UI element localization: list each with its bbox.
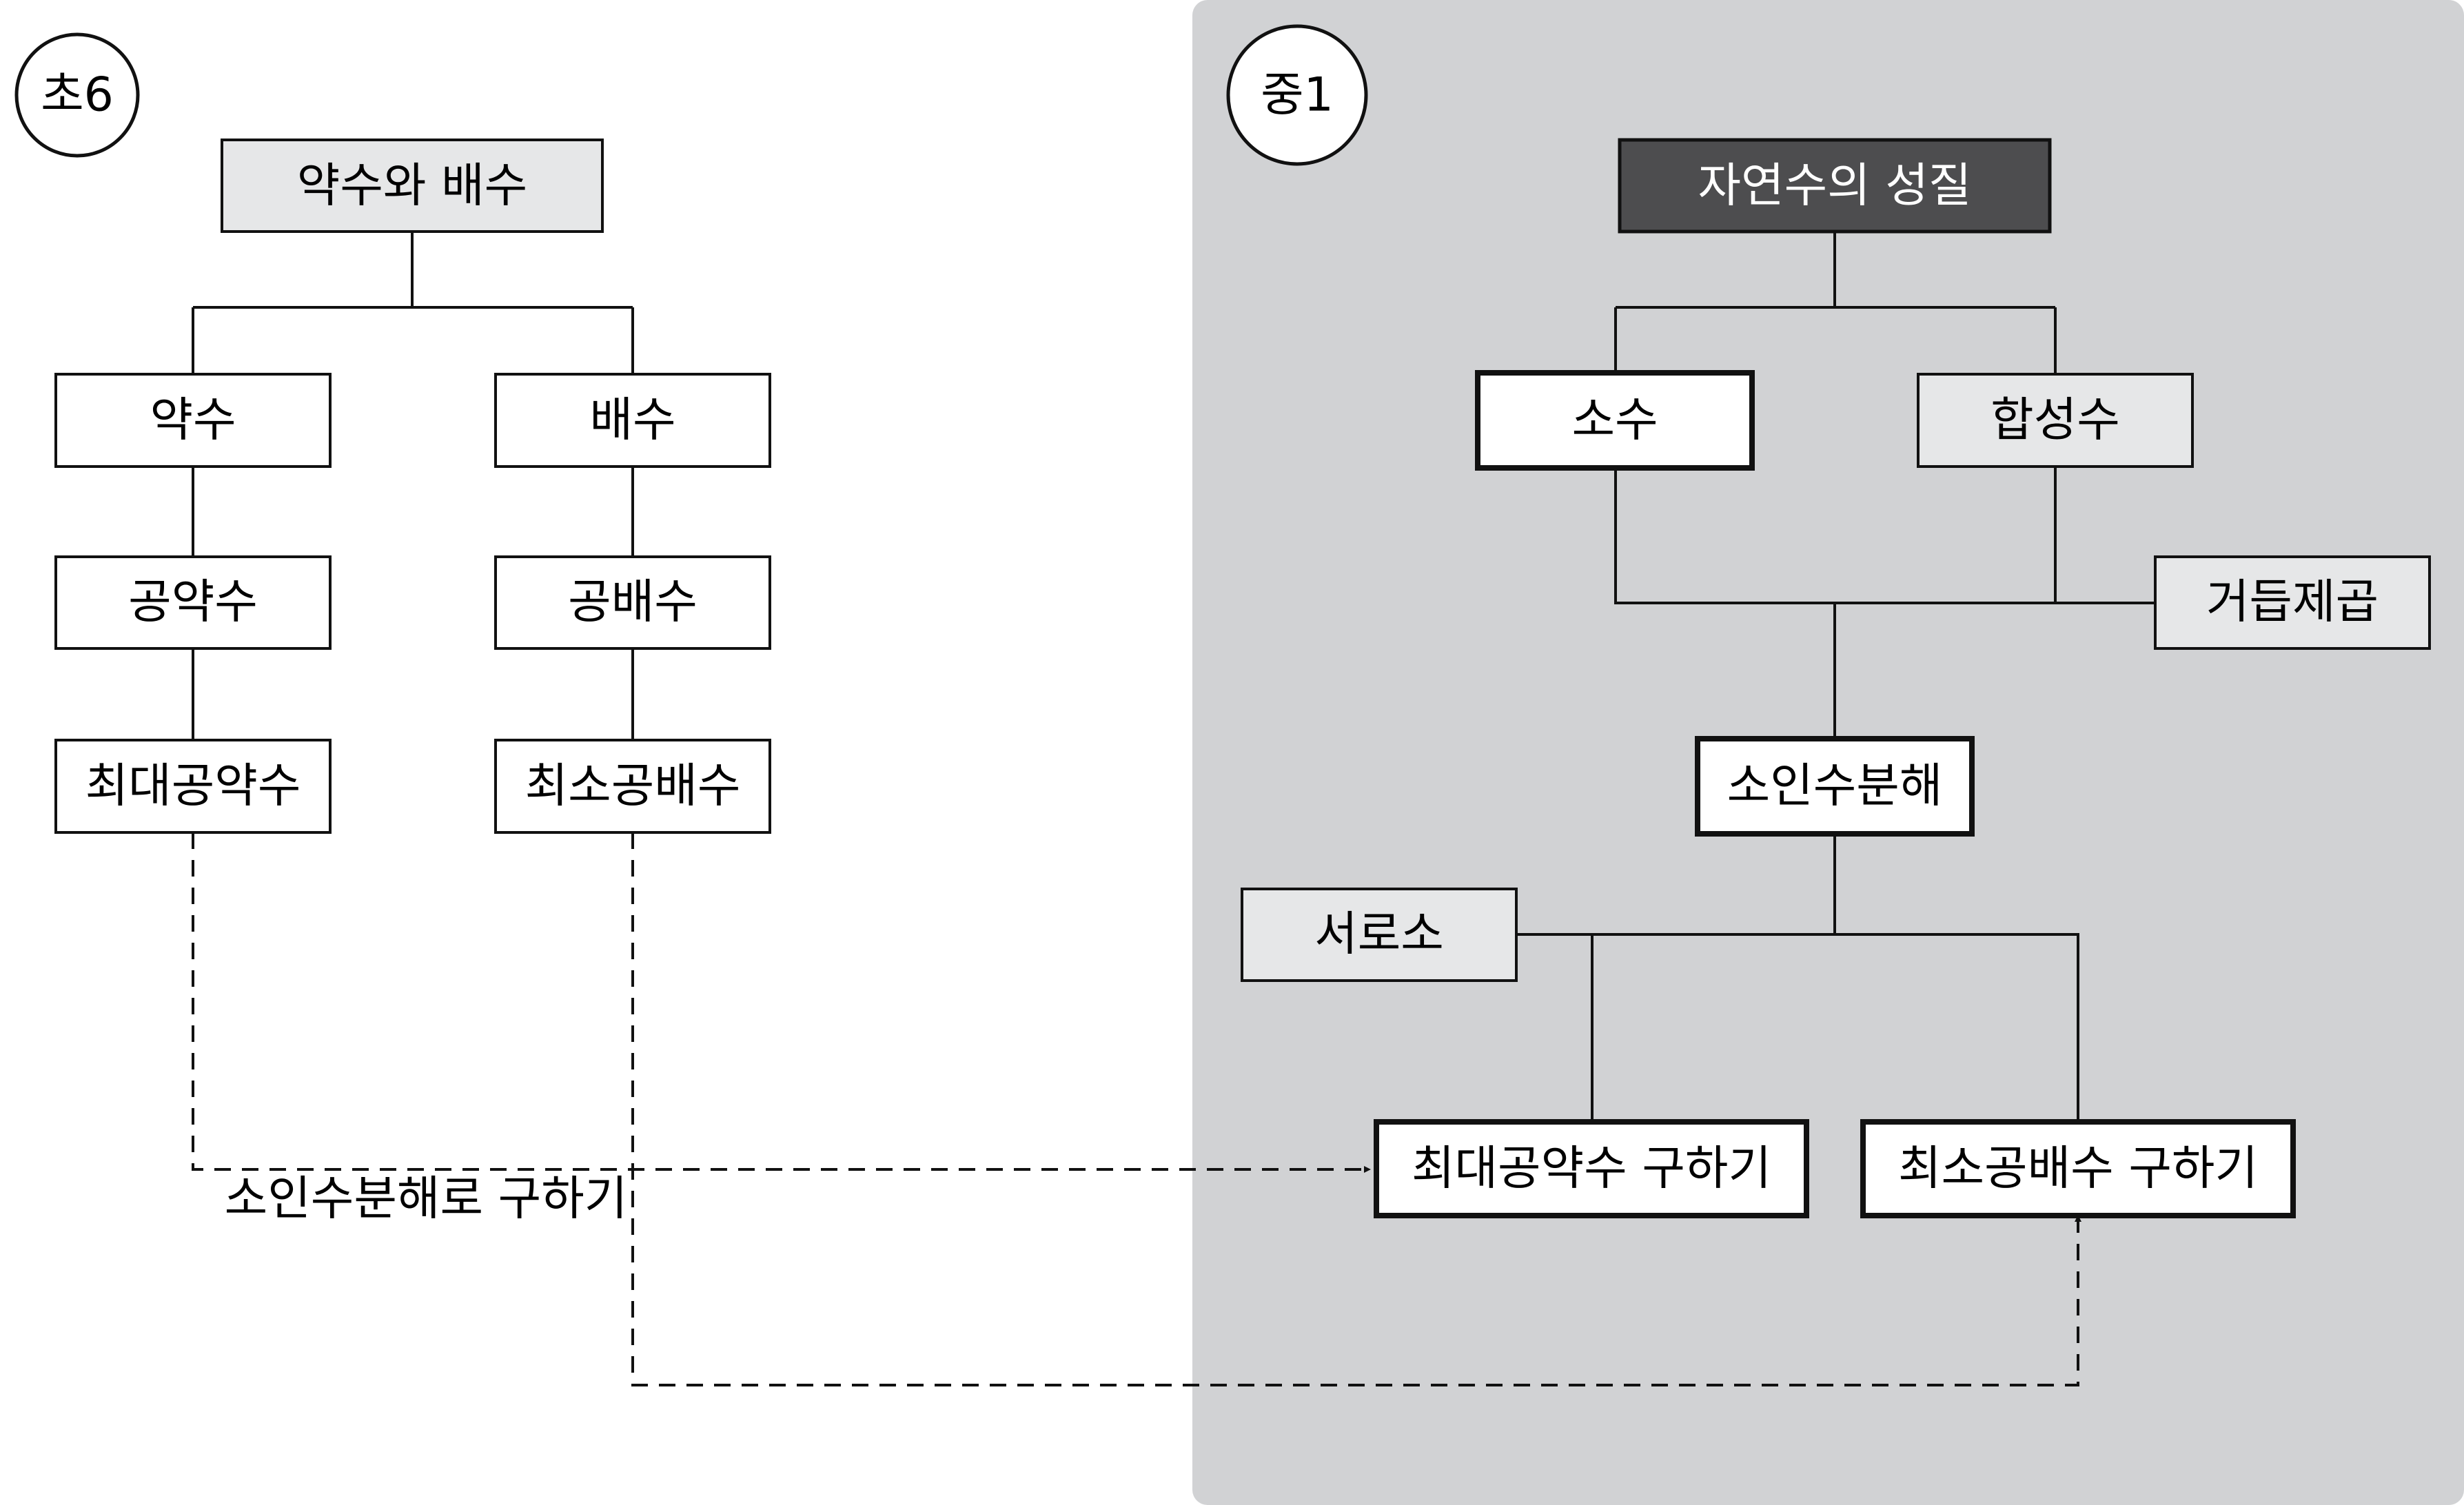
node-multiple: 배수 <box>494 373 771 468</box>
node-common-divisor-label: 공약수 <box>128 575 258 630</box>
node-natural-props-label: 자연수의 성질 <box>1698 159 1972 214</box>
node-factorization: 소인수분해 <box>1695 736 1975 837</box>
node-common-divisor: 공약수 <box>54 555 332 650</box>
node-power-label: 거듭제곱 <box>2206 575 2379 630</box>
node-natural-props: 자연수의 성질 <box>1618 138 2052 234</box>
grade7-label: 중1 <box>1261 68 1334 123</box>
node-prime: 소수 <box>1475 370 1755 471</box>
node-common-multiple-label: 공배수 <box>568 575 698 630</box>
node-divisor: 약수 <box>54 373 332 468</box>
dashed-links <box>192 832 2081 1386</box>
node-gcd-find: 최대공약수 구하기 <box>1374 1119 1809 1218</box>
node-lcm-find-label: 최소공배수 구하기 <box>1898 1142 2258 1196</box>
node-factorization-label: 소인수분해 <box>1727 759 1943 814</box>
right-connectors <box>1516 232 2155 1122</box>
node-divisor-multiple-label: 약수와 배수 <box>297 159 527 214</box>
node-gcd: 최대공약수 <box>54 739 332 834</box>
lcm-link-arrow <box>631 832 2081 1386</box>
node-lcm-label: 최소공배수 <box>525 759 741 814</box>
node-multiple-label: 배수 <box>589 393 675 448</box>
node-coprime: 서로소 <box>1241 888 1518 982</box>
node-divisor-label: 약수 <box>150 393 236 448</box>
node-lcm: 최소공배수 <box>494 739 771 834</box>
node-common-multiple: 공배수 <box>494 555 771 650</box>
factorization-annotation: 소인수분해로 구하기 <box>225 1172 628 1227</box>
node-gcd-label: 최대공약수 <box>85 759 301 814</box>
node-composite: 합성수 <box>1917 373 2194 468</box>
node-coprime-label: 서로소 <box>1314 908 1444 962</box>
node-prime-label: 소수 <box>1571 393 1658 448</box>
grade6-badge: 초6 <box>14 32 140 158</box>
node-composite-label: 합성수 <box>1990 393 2120 448</box>
node-divisor-multiple: 약수와 배수 <box>221 139 604 233</box>
node-gcd-find-label: 최대공약수 구하기 <box>1412 1142 1771 1196</box>
node-power: 거듭제곱 <box>2154 555 2431 650</box>
node-lcm-find: 최소공배수 구하기 <box>1860 1119 2296 1218</box>
gcd-link-arrow <box>192 832 1371 1173</box>
left-connectors <box>192 232 634 740</box>
grade6-label: 초6 <box>41 68 114 123</box>
grade7-badge: 중1 <box>1226 24 1368 166</box>
